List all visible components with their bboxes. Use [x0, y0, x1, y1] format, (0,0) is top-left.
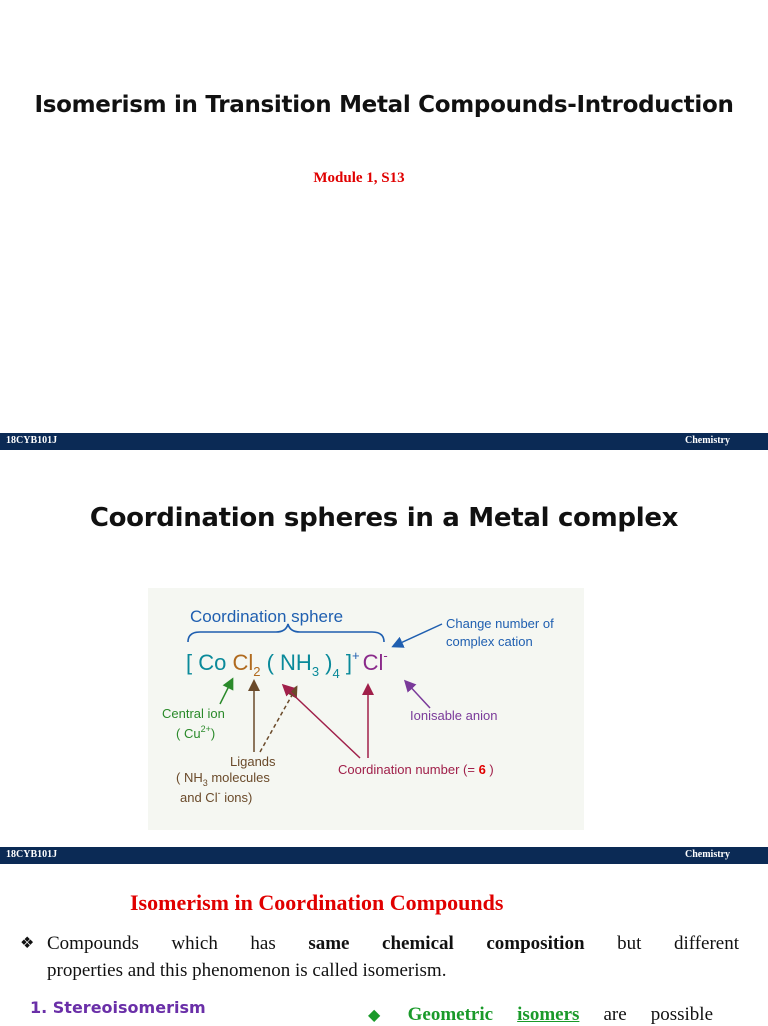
chloride-subscript: 2 — [253, 664, 260, 679]
module-label: Module 1, S13 — [313, 170, 405, 186]
bracket-open: [ Co — [186, 650, 232, 675]
coord-number-arrow-1 — [281, 683, 361, 759]
ligands-label-1: Ligands — [230, 754, 276, 769]
course-code: 18CYB101J — [6, 435, 58, 446]
complex-formula: [ Co Cl2 ( NH3 )4 ]+Cl- — [186, 648, 388, 681]
slide-3-title: Isomerism in Coordination Compounds — [130, 890, 504, 915]
slide-2-title: Coordination spheres in a Metal complex — [89, 503, 679, 533]
coordination-sphere-diagram: Coordination sphere [ Co Cl2 ( NH3 )4 ]+… — [148, 588, 584, 830]
bracket-close: ] — [340, 650, 352, 675]
green-diamond-icon: ◆ — [368, 1007, 400, 1024]
sphere-brace — [187, 623, 385, 643]
central-ion-label-1: Central ion — [162, 706, 225, 721]
sphere-label: Coordination sphere — [190, 607, 343, 626]
central-ion-arrow — [219, 677, 234, 705]
change-number-label-2: complex cation — [446, 634, 533, 649]
charge-plus: + — [352, 648, 360, 663]
change-number-arrow — [391, 623, 443, 648]
diagram-svg: Coordination sphere [ Co Cl2 ( NH3 )4 ]+… — [162, 607, 554, 805]
definition-line-2: properties and this phenomenon is called… — [47, 960, 447, 981]
slide-2-footer: 18CYB101J Chemistry — [0, 847, 768, 864]
change-number-label-1: Change number of — [446, 616, 554, 631]
central-ion-label-2: ( Cu2+) — [176, 724, 215, 741]
definition-line-1: Compounds which has same chemical compos… — [47, 933, 740, 954]
coord-number-label: Coordination number (= 6 ) — [338, 762, 494, 777]
four-subscript: 4 — [333, 666, 340, 681]
diamond-bullet-icon: ❖ — [20, 935, 35, 952]
counter-ion-charge: - — [383, 648, 387, 663]
counter-ion: Cl — [363, 650, 384, 675]
slide-1-footer: 18CYB101J Chemistry — [0, 433, 768, 450]
ligands-label-2: ( NH3 molecules — [176, 770, 270, 788]
ionisable-anion-arrow — [403, 679, 431, 709]
slide-1-title: Isomerism in Transition Metal Compounds-… — [34, 92, 734, 118]
slide-2: Coordination spheres in a Metal complex … — [0, 450, 768, 847]
paren-open: ( NH — [260, 650, 311, 675]
ionisable-anion-label: Ionisable anion — [410, 708, 497, 723]
nh-subscript: 3 — [312, 664, 319, 679]
chloride-ligand: Cl — [232, 650, 253, 675]
ligands-label-3: and Cl- ions) — [180, 788, 252, 805]
paren-close: ) — [319, 650, 332, 675]
ligand-nh3-arrow — [259, 685, 298, 753]
geometric-isomers-text: ◆Geometric isomers are possible — [368, 1004, 713, 1025]
slide-1: Isomerism in Transition Metal Compounds-… — [0, 0, 768, 433]
subject-label: Chemistry — [685, 849, 730, 860]
subject-label: Chemistry — [685, 435, 730, 446]
stereoisomerism-heading: 1. Stereoisomerism — [30, 998, 206, 1017]
course-code: 18CYB101J — [6, 849, 58, 860]
